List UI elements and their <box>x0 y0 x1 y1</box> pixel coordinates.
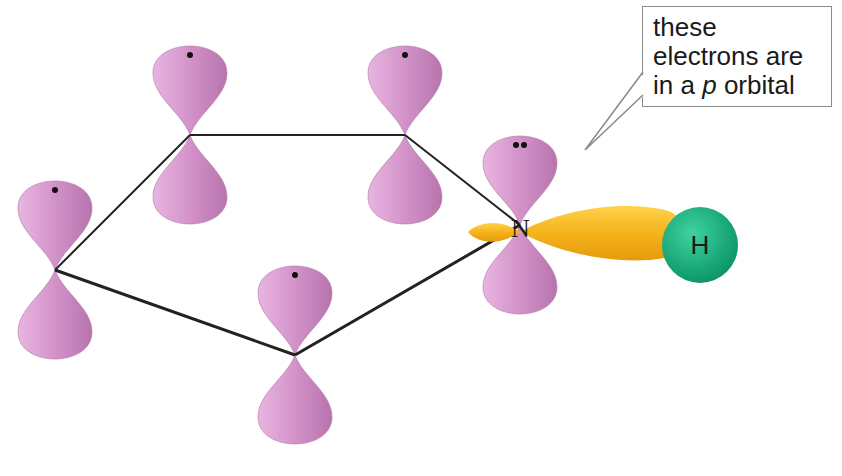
atom-circle: H <box>662 207 738 283</box>
atom-symbol: H <box>691 230 710 261</box>
callout-text: these electrons are in a p orbital <box>653 13 821 100</box>
callout-box: these electrons are in a p orbital <box>642 6 832 107</box>
atom-symbol: N <box>511 214 530 244</box>
